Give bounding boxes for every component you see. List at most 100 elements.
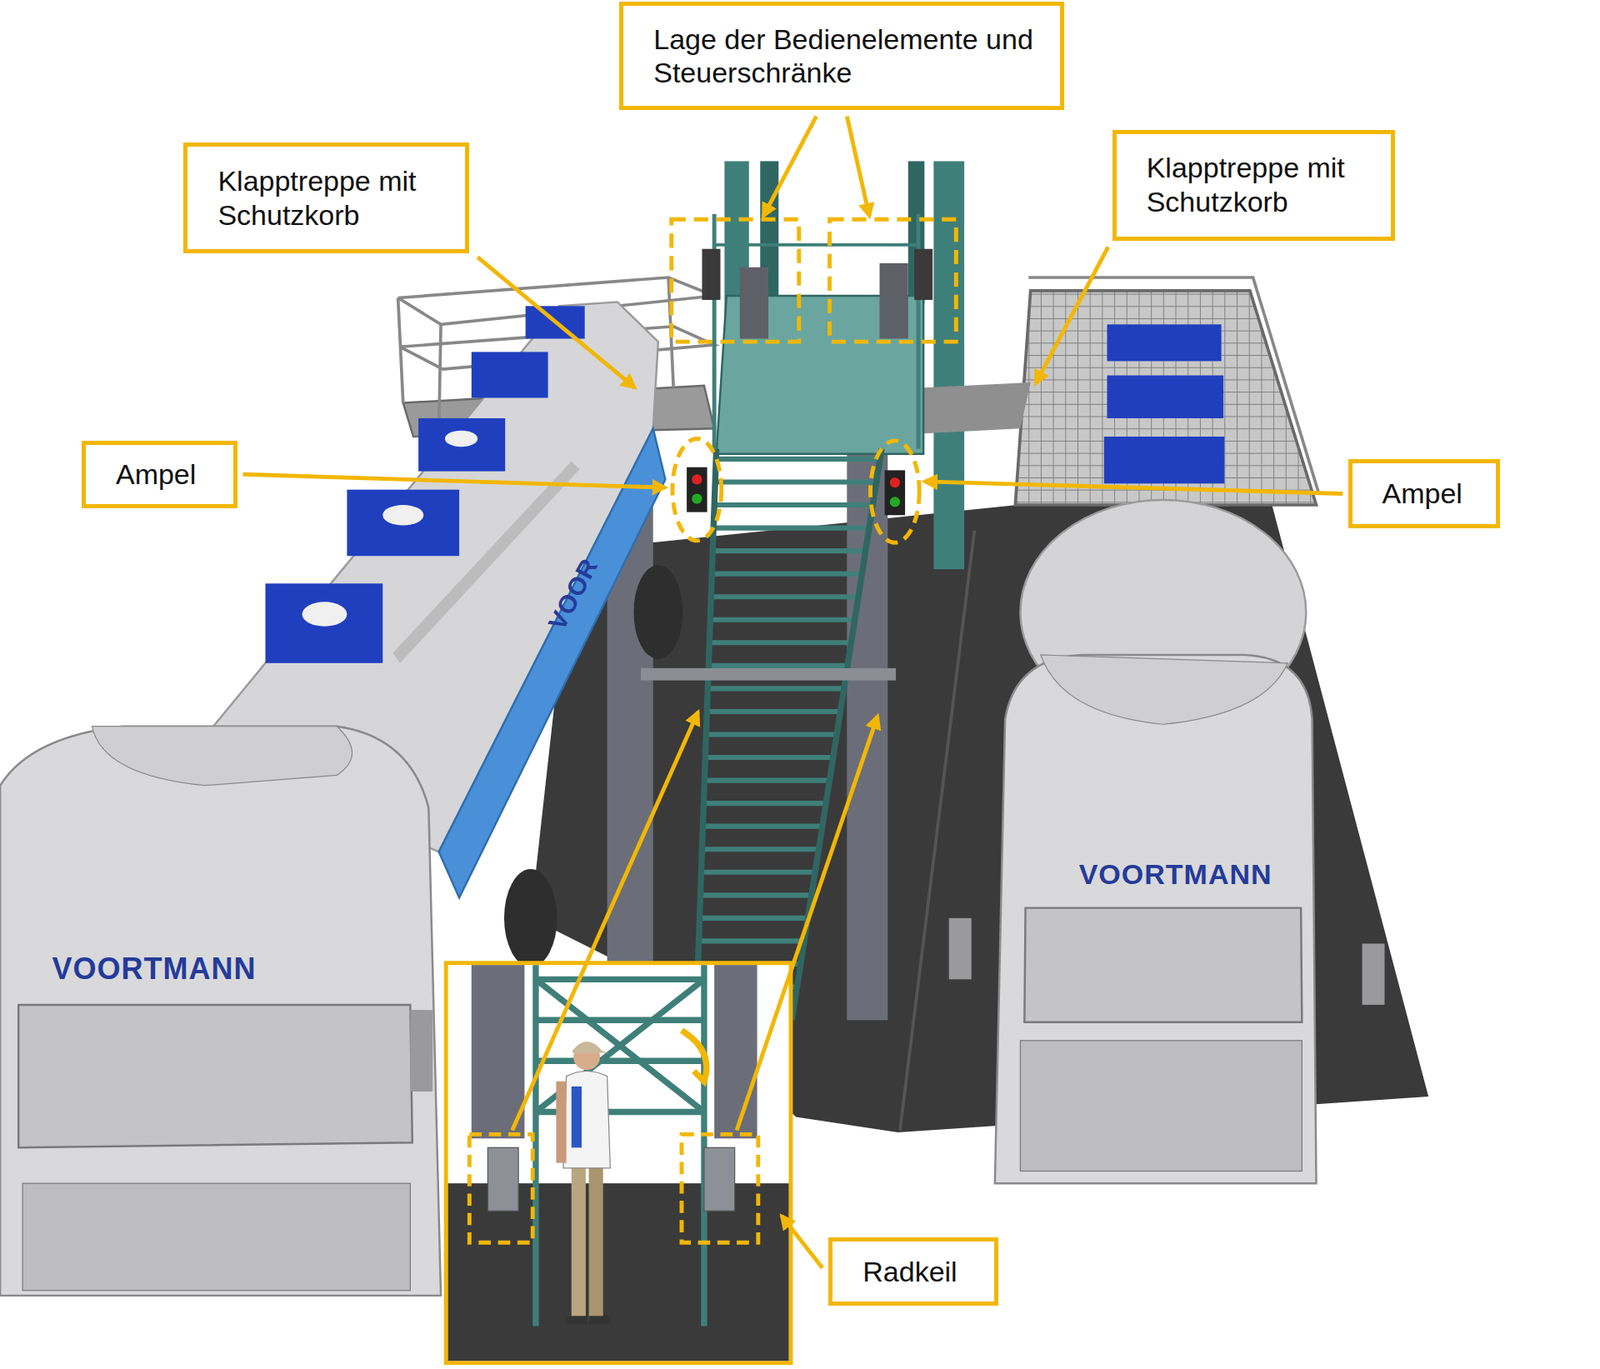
wheel — [633, 565, 683, 660]
hatch — [1104, 436, 1225, 484]
leader-line — [781, 1215, 823, 1268]
dashed-highlight — [672, 438, 722, 540]
callout-text: Klapptreppe mit Schutzkorb — [217, 164, 449, 233]
hatch-hole — [445, 430, 478, 448]
leader-line — [1035, 246, 1109, 384]
leader-line — [736, 715, 878, 1130]
grille — [1020, 1040, 1302, 1172]
callout-box: Radkeil — [828, 1237, 998, 1306]
leader-line — [846, 116, 870, 217]
green-lamp — [691, 494, 702, 505]
control-panel — [914, 249, 933, 300]
stair-step — [700, 892, 810, 898]
stair-step — [706, 731, 836, 737]
worker-leg — [571, 1163, 586, 1322]
control-cabinet — [879, 263, 908, 340]
control-cabinet — [740, 267, 769, 340]
worker — [555, 1041, 610, 1325]
leader-line — [763, 116, 817, 217]
stair-step — [703, 824, 821, 830]
dashed-highlight — [830, 219, 957, 342]
stairs — [695, 449, 882, 1021]
dashed-highlight — [469, 1134, 533, 1243]
logo-lettering: VOOR — [542, 553, 604, 635]
pavement-joint — [900, 530, 975, 1131]
stair-step — [700, 915, 806, 921]
wheel-chock — [487, 1147, 519, 1211]
hatch-hole — [302, 601, 348, 626]
hatch — [265, 583, 383, 663]
control-panel — [701, 249, 720, 300]
callout-text: Radkeil — [862, 1255, 977, 1290]
stair-step — [715, 502, 873, 508]
stair-step — [715, 479, 876, 485]
stair-step — [714, 525, 870, 531]
leader-line — [243, 474, 666, 488]
red-lamp — [890, 477, 900, 488]
leader-line — [477, 257, 635, 389]
worker-arm — [555, 1081, 566, 1164]
callout-text: Ampel — [115, 457, 217, 492]
crossbar — [640, 668, 896, 681]
worker-shoe — [589, 1315, 610, 1325]
worker-shirt — [563, 1071, 610, 1169]
green-lamp — [890, 496, 900, 507]
stair-step — [709, 663, 847, 669]
callout-box: Klapptreppe mit Schutzkorb — [1112, 130, 1395, 241]
platform-rail — [714, 243, 919, 247]
leader-line — [924, 481, 1343, 495]
logo-lettering: VOORTMANN — [51, 951, 256, 987]
wheel — [504, 869, 558, 968]
logo-lettering: VOORTMANN — [1079, 858, 1273, 891]
worker-leg — [589, 1163, 604, 1322]
leader-line — [512, 712, 699, 1131]
stair-step — [705, 755, 832, 760]
grille — [22, 1183, 410, 1291]
rotate-arrow — [681, 1030, 707, 1082]
red-lamp — [691, 474, 702, 485]
pillar — [846, 428, 888, 1020]
traffic-light — [686, 467, 707, 513]
truck-cab — [0, 726, 441, 1296]
dashed-highlight — [681, 1134, 759, 1243]
windshield — [18, 1005, 413, 1148]
truck-cab — [995, 655, 1317, 1184]
inset-pillar — [714, 965, 757, 1139]
grate — [1015, 290, 1316, 505]
inset-frame — [445, 963, 791, 1364]
traffic-light — [885, 470, 905, 515]
dashed-highlight — [870, 440, 920, 543]
stair-step — [710, 640, 850, 645]
stair-step — [701, 870, 814, 875]
cage-post — [439, 324, 441, 434]
stair-step — [699, 938, 803, 944]
teal-pipe — [933, 160, 965, 570]
stair-step — [713, 548, 865, 554]
hatch — [1107, 324, 1222, 361]
roof-spoiler — [1040, 655, 1288, 725]
wheel-chock — [704, 1147, 735, 1211]
hatch — [471, 351, 549, 398]
hatch — [1107, 375, 1225, 419]
callout-box: Klapptreppe mit Schutzkorb — [183, 142, 470, 253]
walkway — [393, 460, 580, 663]
mirror — [410, 1010, 433, 1092]
roof-spoiler — [91, 726, 352, 786]
stair-step — [707, 709, 840, 715]
worker-shoe — [566, 1315, 587, 1325]
dashed-highlight — [671, 219, 800, 342]
inset-rung — [535, 976, 705, 983]
stair-step — [716, 456, 880, 462]
inset-pillar — [471, 965, 525, 1139]
stair-step — [710, 617, 855, 623]
mirror — [1362, 943, 1385, 1005]
worker-shirt-stripe — [571, 1086, 582, 1148]
fold-stair — [923, 382, 1031, 434]
windshield — [1024, 908, 1302, 1023]
hatch — [418, 418, 505, 472]
grate-mesh — [1015, 290, 1316, 505]
stair-step — [708, 685, 844, 691]
grate-rail — [1028, 277, 1319, 492]
